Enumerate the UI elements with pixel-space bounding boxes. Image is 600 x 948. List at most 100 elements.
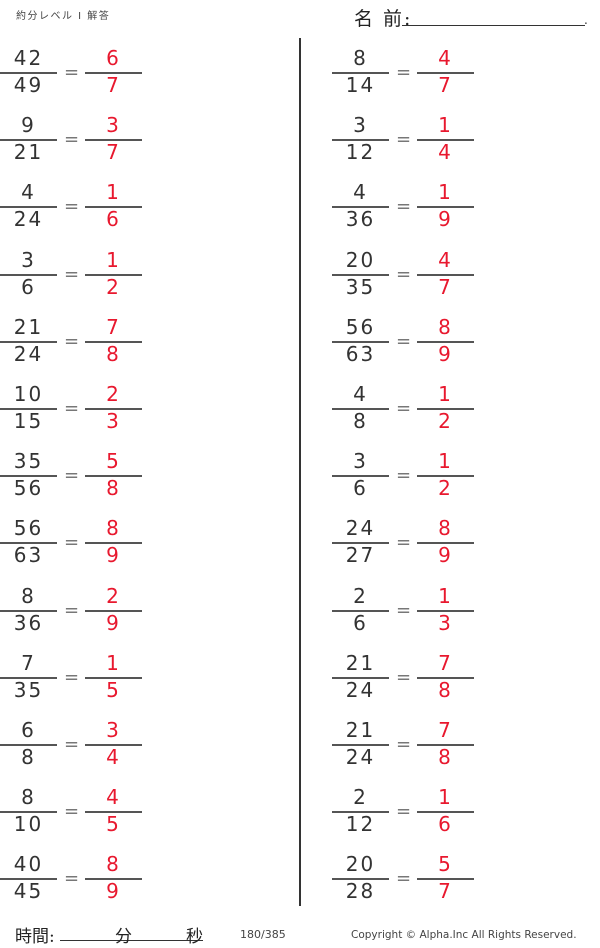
fraction-bar: [0, 340, 57, 343]
answer-numerator: 1: [106, 180, 121, 205]
denominator: 36: [345, 207, 376, 232]
fraction-bar: [332, 542, 389, 545]
fraction-bar: [417, 744, 474, 746]
fraction-bar: [85, 676, 142, 679]
answer-numerator: 3: [106, 113, 121, 138]
fraction-bar: [0, 139, 57, 142]
fraction-bar: [417, 273, 474, 276]
fraction-bar: [417, 811, 474, 814]
numerator: 4: [21, 180, 36, 205]
denominator: 24: [13, 207, 44, 232]
name-label: 名 前:: [354, 8, 413, 30]
fraction-bar: [0, 408, 57, 410]
fraction-bar: [0, 878, 57, 881]
answer-denominator: 9: [438, 207, 453, 232]
time-label: 時間:: [15, 927, 55, 947]
numerator: 8: [21, 583, 36, 608]
answer-numerator: 8: [438, 516, 453, 541]
answer-numerator: 4: [106, 785, 121, 810]
answer-numerator: 1: [106, 247, 121, 272]
denominator: 21: [13, 140, 44, 165]
denominator: 63: [13, 543, 44, 568]
equals-sign: =: [64, 868, 80, 890]
fraction-bar: [332, 744, 389, 746]
numerator: 2: [353, 583, 368, 608]
denominator: 6: [353, 610, 368, 635]
column-divider: [299, 38, 301, 906]
fraction-bar: [85, 139, 142, 142]
answer-numerator: 1: [438, 180, 453, 205]
equals-sign: =: [64, 532, 80, 554]
fraction-bar: [417, 72, 474, 74]
fraction-bar: [0, 609, 57, 612]
name-input-line[interactable]: [402, 25, 585, 26]
fraction-bar: [0, 811, 57, 814]
fraction-bar: [417, 609, 474, 612]
numerator: 3: [21, 247, 36, 272]
fraction-bar: [332, 206, 389, 209]
fraction-bar: [332, 139, 389, 142]
numerator: 2: [353, 785, 368, 810]
page-number: 180/385: [240, 928, 286, 941]
fraction-bar: [417, 206, 474, 209]
fraction-bar: [0, 72, 57, 74]
equals-sign: =: [64, 801, 80, 823]
denominator: 24: [345, 677, 376, 702]
denominator: 8: [21, 745, 36, 769]
worksheet-title: 約分レベル I 解答: [16, 11, 111, 22]
answer-denominator: 6: [106, 207, 121, 232]
fraction-bar: [85, 542, 142, 545]
equals-sign: =: [64, 263, 80, 285]
answer-denominator: 8: [438, 745, 453, 769]
time-input-line[interactable]: [60, 940, 203, 941]
denominator: 56: [13, 476, 44, 501]
answer-denominator: 9: [106, 610, 121, 635]
fraction-bar: [85, 273, 142, 276]
fraction-bar: [85, 811, 142, 814]
equals-sign: =: [64, 196, 80, 218]
numerator: 20: [345, 247, 376, 272]
fraction-bar: [85, 206, 142, 209]
answer-numerator: 8: [106, 516, 121, 541]
numerator: 7: [21, 650, 36, 675]
fraction-bar: [85, 878, 142, 881]
equals-sign: =: [64, 62, 80, 83]
minutes-label: 分: [115, 927, 132, 947]
equals-sign: =: [64, 599, 80, 621]
fraction-bar: [417, 139, 474, 142]
answer-denominator: 5: [106, 812, 121, 837]
fraction-bar: [332, 72, 389, 74]
equals-sign: =: [396, 62, 412, 83]
answer-denominator: 5: [106, 677, 121, 702]
